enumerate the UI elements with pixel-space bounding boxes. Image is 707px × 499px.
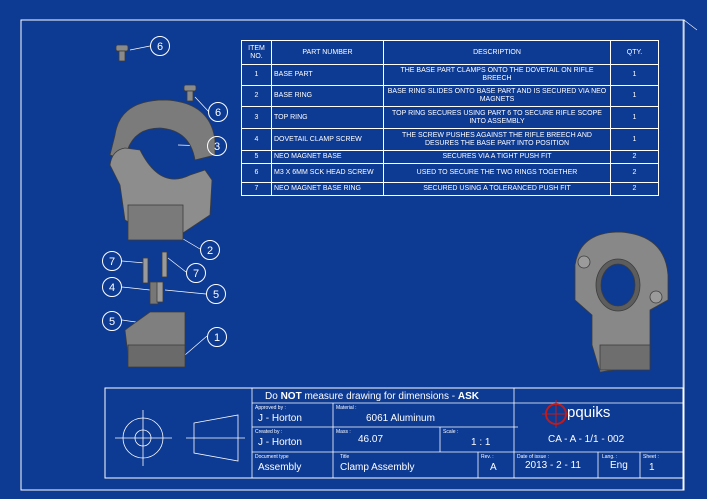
created-label: Created by : — [255, 429, 283, 435]
warning-bold: NOT — [280, 391, 302, 402]
table-row: 4 DOVETAIL CLAMP SCREW THE SCREW PUSHES … — [241, 128, 659, 151]
bom-item: 2 — [241, 85, 272, 107]
projection-symbol-icon — [115, 410, 245, 466]
bom-item: 4 — [241, 128, 272, 151]
assembled-view — [574, 231, 669, 373]
callout-6-right: 6 — [208, 102, 228, 122]
bom-header-part: PART NUMBER — [271, 40, 384, 65]
bom-qty: 1 — [610, 85, 659, 107]
bom-header-qty: QTY. — [610, 40, 659, 65]
table-row: 5 NEO MAGNET BASE SECURES VIA A TIGHT PU… — [241, 150, 659, 164]
measure-warning: Do NOT measure drawing for dimensions - … — [265, 391, 479, 402]
title-label: Title — [340, 454, 350, 460]
bom-header-item: ITEM NO. — [241, 40, 272, 65]
bom-item: 1 — [241, 64, 272, 86]
doctype-value: Assembly — [258, 462, 302, 473]
table-row: 1 BASE PART THE BASE PART CLAMPS ONTO TH… — [241, 64, 659, 86]
lang-value: Eng — [610, 460, 628, 471]
created-value: J - Horton — [258, 437, 302, 448]
logo-text: pquiks — [567, 404, 611, 421]
bom-part: BASE PART — [271, 64, 384, 86]
approved-value: J - Horton — [258, 413, 302, 424]
scale-label: Scale : — [443, 429, 459, 435]
callout-2: 2 — [200, 240, 220, 260]
bom-item: 7 — [241, 182, 272, 196]
bom-desc: THE BASE PART CLAMPS ONTO THE DOVETAIL O… — [383, 64, 611, 86]
crosshair-logo-icon — [542, 400, 570, 428]
bom-part: M3 X 6MM SCK HEAD SCREW — [271, 163, 384, 183]
callout-3: 3 — [207, 136, 227, 156]
bom-item: 3 — [241, 106, 272, 129]
drawing-number: CA - A - 1/1 - 002 — [548, 434, 625, 445]
bom-desc: SECURES VIA A TIGHT PUSH FIT — [383, 150, 611, 164]
bom-part: TOP RING — [271, 106, 384, 129]
bom-part: BASE RING — [271, 85, 384, 107]
bom-qty: 1 — [610, 64, 659, 86]
callout-5-left: 5 — [102, 311, 122, 331]
bom-qty: 1 — [610, 106, 659, 129]
material-label: Material : — [336, 405, 357, 411]
callout-7-right: 7 — [186, 263, 206, 283]
bom-desc: USED TO SECURE THE TWO RINGS TOGETHER — [383, 163, 611, 183]
bom-qty: 2 — [610, 182, 659, 196]
title-value: Clamp Assembly — [340, 462, 415, 473]
exploded-assembly — [109, 44, 216, 368]
bom-item: 6 — [241, 163, 272, 183]
sheet-label: Sheet : — [643, 454, 659, 460]
table-row: 3 TOP RING TOP RING SECURES USING PART 6… — [241, 106, 659, 129]
bom-qty: 2 — [610, 150, 659, 164]
bom-part: NEO MAGNET BASE — [271, 150, 384, 164]
bom-qty: 2 — [610, 163, 659, 183]
bom-desc: TOP RING SECURES USING PART 6 TO SECURE … — [383, 106, 611, 129]
callout-7-left: 7 — [102, 251, 122, 271]
date-label: Date of issue : — [517, 454, 549, 460]
table-row: 6 M3 X 6MM SCK HEAD SCREW USED TO SECURE… — [241, 163, 659, 183]
bom-part: DOVETAIL CLAMP SCREW — [271, 128, 384, 151]
warning-suffix: measure drawing for dimensions - — [301, 391, 458, 402]
bom-item: 5 — [241, 150, 272, 164]
sheet-value: 1 — [649, 462, 655, 473]
bom-header-desc: DESCRIPTION — [383, 40, 611, 65]
scale-value: 1 : 1 — [471, 437, 491, 448]
bom-part: NEO MAGNET BASE RING — [271, 182, 384, 196]
callout-1: 1 — [207, 327, 227, 347]
rev-value: A — [490, 462, 497, 473]
date-value: 2013 - 2 - 11 — [525, 460, 581, 471]
table-row: 2 BASE RING BASE RING SLIDES ONTO BASE P… — [241, 85, 659, 107]
table-row: 7 NEO MAGNET BASE RING SECURED USING A T… — [241, 182, 659, 196]
bom-qty: 1 — [610, 128, 659, 151]
mass-value: 46.07 — [358, 434, 384, 445]
bill-of-materials-table: ITEM NO. PART NUMBER DESCRIPTION QTY. 1 … — [241, 40, 659, 196]
bom-desc: THE SCREW PUSHES AGAINST THE RIFLE BREEC… — [383, 128, 611, 151]
doctype-label: Document type — [255, 454, 289, 460]
callout-6-top: 6 — [150, 36, 170, 56]
warning-prefix: Do — [265, 391, 281, 402]
bom-desc: BASE RING SLIDES ONTO BASE PART AND IS S… — [383, 85, 611, 107]
callout-4: 4 — [102, 277, 122, 297]
callout-5-right: 5 — [206, 284, 226, 304]
approved-label: Approved by : — [255, 405, 286, 411]
bom-header-row: ITEM NO. PART NUMBER DESCRIPTION QTY. — [241, 40, 659, 65]
lang-label: Lang. : — [602, 454, 618, 460]
mass-label: Mass : — [336, 429, 351, 435]
bom-desc: SECURED USING A TOLERANCED PUSH FIT — [383, 182, 611, 196]
warning-end: ASK — [457, 391, 479, 402]
rev-label: Rev. : — [481, 454, 494, 460]
material-value: 6061 Aluminum — [366, 413, 435, 424]
